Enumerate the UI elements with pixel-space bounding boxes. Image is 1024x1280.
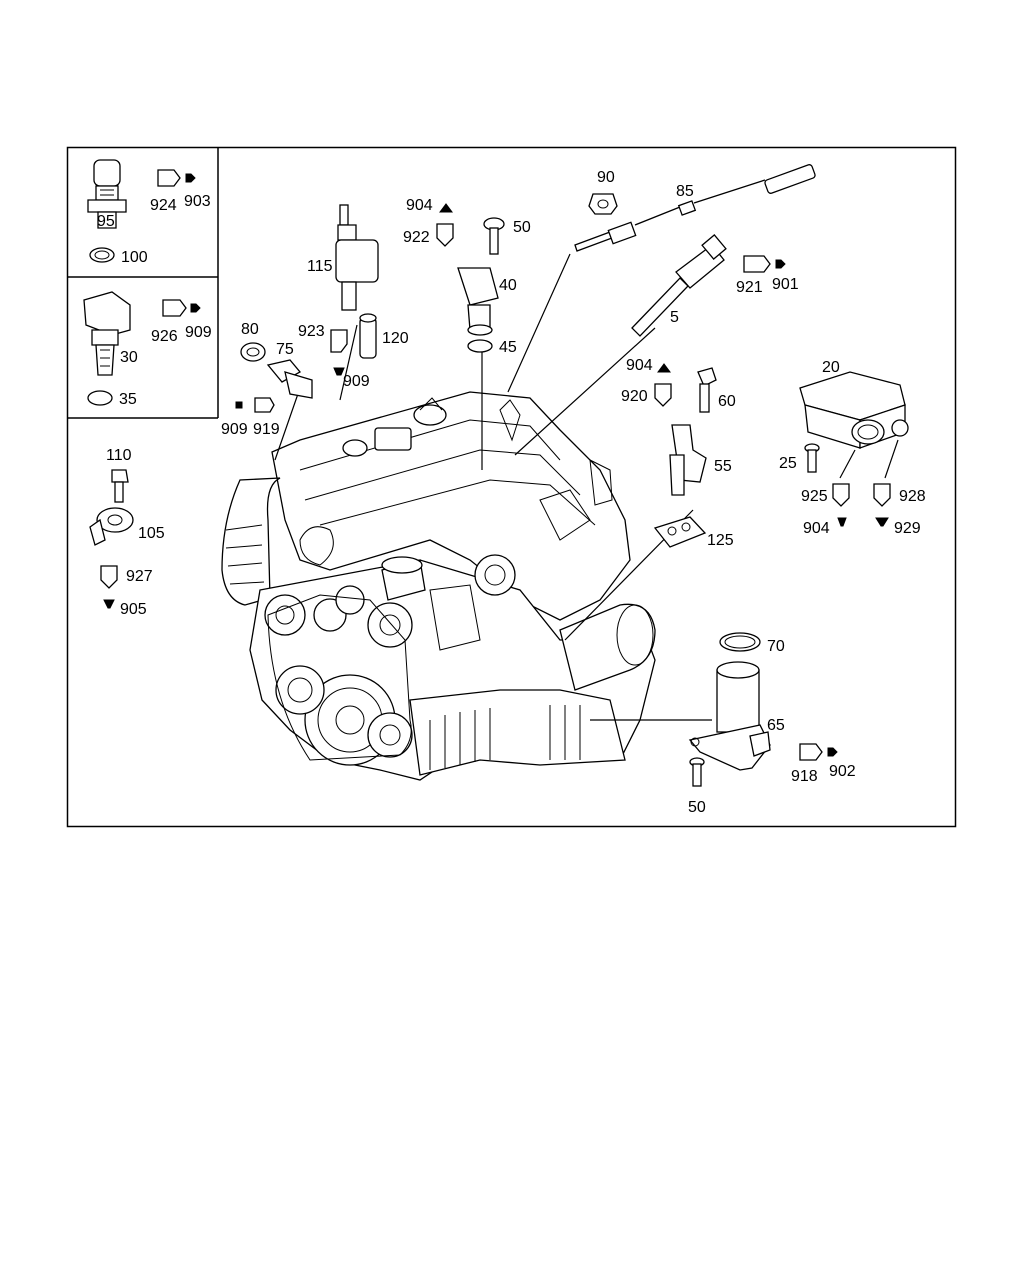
part-115-valve — [335, 204, 379, 311]
connector-921-icon — [743, 255, 771, 273]
callout-85: 85 — [676, 183, 694, 200]
pin-904-icon — [657, 363, 671, 373]
callout-904b: 904 — [626, 357, 653, 374]
callout-902: 902 — [829, 763, 856, 780]
part-105-knock-sensor — [89, 507, 134, 546]
callout-918: 918 — [791, 768, 818, 785]
pin-929-icon — [875, 517, 889, 527]
part-50-bolt — [483, 217, 505, 255]
callout-928: 928 — [899, 488, 926, 505]
part-110-bolt — [111, 469, 129, 503]
pin-909-icon — [333, 367, 345, 376]
callout-927: 927 — [126, 568, 153, 585]
part-80-seal-ring — [240, 342, 266, 362]
callout-labels: 95 924 903 100 926 909 30 35 115 923 120… — [97, 169, 926, 816]
pin-909-icon — [235, 401, 243, 409]
part-75-sensor — [266, 359, 313, 399]
callout-50a: 50 — [513, 219, 531, 236]
connector-919-icon — [254, 397, 275, 413]
callout-909: 909 — [185, 324, 212, 341]
connector-928-icon — [873, 483, 891, 507]
part-45-seal-ring — [467, 339, 493, 353]
callout-95: 95 — [97, 213, 115, 230]
callout-904c: 904 — [803, 520, 830, 537]
callout-65: 65 — [767, 717, 785, 734]
pin-904-icon — [837, 517, 847, 527]
part-95-pressure-sensor — [87, 159, 127, 229]
callout-50b: 50 — [688, 799, 706, 816]
engine-illustration — [221, 391, 656, 781]
pin-904-icon — [439, 203, 453, 213]
callout-70: 70 — [767, 638, 785, 655]
part-25-bolt — [804, 443, 820, 473]
callout-75: 75 — [276, 341, 294, 358]
part-20-control-unit — [799, 371, 909, 449]
callout-125: 125 — [707, 532, 734, 549]
part-30-temp-sensor — [83, 291, 131, 376]
part-65-oil-level-sensor — [688, 661, 771, 771]
callout-25: 25 — [779, 455, 797, 472]
part-120-sleeve — [359, 313, 377, 359]
callout-922: 922 — [403, 229, 430, 246]
pin-902-icon — [827, 747, 838, 757]
connector-927-icon — [100, 565, 118, 589]
part-60-bolt — [697, 367, 717, 413]
connector-925-icon — [832, 483, 850, 507]
connector-symbols — [100, 169, 891, 761]
pin-903-icon — [185, 173, 196, 183]
part-35-seal-ring — [87, 390, 113, 406]
callout-921: 921 — [736, 279, 763, 296]
connector-923-icon — [330, 329, 348, 353]
diagram-frame — [66, 146, 957, 828]
part-85-probe — [574, 164, 816, 252]
callout-920: 920 — [621, 388, 648, 405]
callout-30: 30 — [120, 349, 138, 366]
connector-926-icon — [162, 299, 187, 317]
pin-905-icon — [103, 599, 115, 609]
callout-919: 919 — [253, 421, 280, 438]
callout-20: 20 — [822, 359, 840, 376]
callout-55: 55 — [714, 458, 732, 475]
callout-115: 115 — [307, 258, 333, 275]
callout-925: 925 — [801, 488, 828, 505]
callout-903: 903 — [184, 193, 211, 210]
part-5-glow-plug — [631, 234, 727, 337]
callout-909b: 909 — [343, 373, 370, 390]
callout-923: 923 — [298, 323, 325, 340]
callout-901: 901 — [772, 276, 799, 293]
connector-924-icon — [157, 169, 181, 187]
callout-100: 100 — [121, 249, 148, 266]
pin-909-icon — [190, 303, 201, 313]
callout-5: 5 — [670, 309, 679, 326]
callout-904a: 904 — [406, 197, 433, 214]
callout-924: 924 — [150, 197, 177, 214]
part-40-camshaft-sensor — [457, 267, 499, 336]
part-125-gasket — [653, 516, 707, 548]
callout-35: 35 — [119, 391, 137, 408]
part-90-nut — [588, 193, 618, 215]
callout-909c: 909 — [221, 421, 248, 438]
callout-40: 40 — [499, 277, 517, 294]
callout-80: 80 — [241, 321, 259, 338]
connector-918-icon — [799, 743, 823, 761]
callout-905: 905 — [120, 601, 147, 618]
callout-926: 926 — [151, 328, 178, 345]
callout-105: 105 — [138, 525, 165, 542]
part-55-sensor — [669, 424, 707, 496]
connector-920-icon — [654, 383, 672, 407]
callout-110: 110 — [106, 447, 132, 464]
callout-929: 929 — [894, 520, 921, 537]
callout-120: 120 — [382, 330, 409, 347]
callout-90: 90 — [597, 169, 615, 186]
callout-60: 60 — [718, 393, 736, 410]
part-100-seal-ring — [89, 247, 115, 263]
pin-901-icon — [775, 259, 786, 269]
part-50-bolt-lower — [689, 757, 705, 787]
connector-922-icon — [436, 223, 454, 247]
callout-45: 45 — [499, 339, 517, 356]
